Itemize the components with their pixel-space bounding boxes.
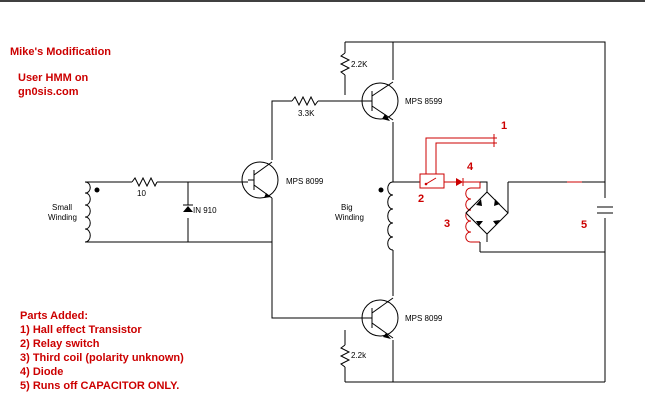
third-coil: 3 (444, 182, 481, 243)
diode-4: 4 (444, 161, 480, 186)
svg-text:2.2k: 2.2k (351, 351, 367, 360)
parts-heading: Parts Added: (20, 310, 88, 322)
transistor-mid: MPS 8099 (241, 161, 324, 199)
svg-text:Big: Big (341, 203, 353, 212)
svg-text:3.3K: 3.3K (298, 109, 315, 118)
transistor-top: MPS 8599 (361, 81, 443, 121)
credit-line-1: User HMM on (18, 72, 89, 84)
svg-text:MPS 8599: MPS 8599 (405, 97, 443, 106)
parts-item: 4) Diode (20, 366, 63, 378)
parts-item: 5) Runs off CAPACITOR ONLY. (20, 380, 179, 392)
big-winding: Big Winding (335, 181, 394, 251)
diode-in910: IN 910 (183, 204, 217, 215)
small-winding: Small Winding (48, 181, 100, 243)
parts-item: 3) Third coil (polarity unknown) (20, 352, 184, 364)
svg-text:MPS 8099: MPS 8099 (286, 177, 324, 186)
resistor-top: 2.2K (339, 52, 368, 76)
parts-item: 1) Hall effect Transistor (20, 324, 142, 336)
svg-text:4: 4 (467, 161, 474, 173)
title: Mike's Modification (10, 46, 111, 58)
parts-list: Parts Added: 1) Hall effect Transistor 2… (20, 310, 184, 392)
svg-text:1: 1 (501, 120, 507, 132)
svg-text:Small: Small (52, 203, 72, 212)
hall-sensor: 1 (425, 120, 507, 174)
svg-text:3: 3 (444, 218, 450, 230)
resistor-mid: 3.3K (291, 95, 319, 118)
parts-item: 2) Relay switch (20, 338, 100, 350)
credit-line-2: gn0sis.com (18, 86, 79, 98)
resistor-bottom: 2.2k (339, 344, 367, 368)
svg-text:5: 5 (581, 219, 587, 231)
svg-text:Winding: Winding (48, 213, 77, 222)
transistor-bottom: MPS 8099 (361, 297, 443, 339)
resistor-left: 10 (131, 176, 158, 198)
relay-switch: 2 (418, 173, 445, 205)
bridge-rectifier (465, 181, 509, 252)
svg-text:10: 10 (137, 189, 146, 198)
wiring (85, 41, 606, 383)
svg-text:2: 2 (418, 193, 424, 205)
svg-text:IN 910: IN 910 (193, 206, 217, 215)
capacitor-5: 5 (567, 181, 613, 231)
svg-text:MPS 8099: MPS 8099 (405, 314, 443, 323)
svg-text:Winding: Winding (335, 213, 364, 222)
svg-text:2.2K: 2.2K (351, 60, 368, 69)
